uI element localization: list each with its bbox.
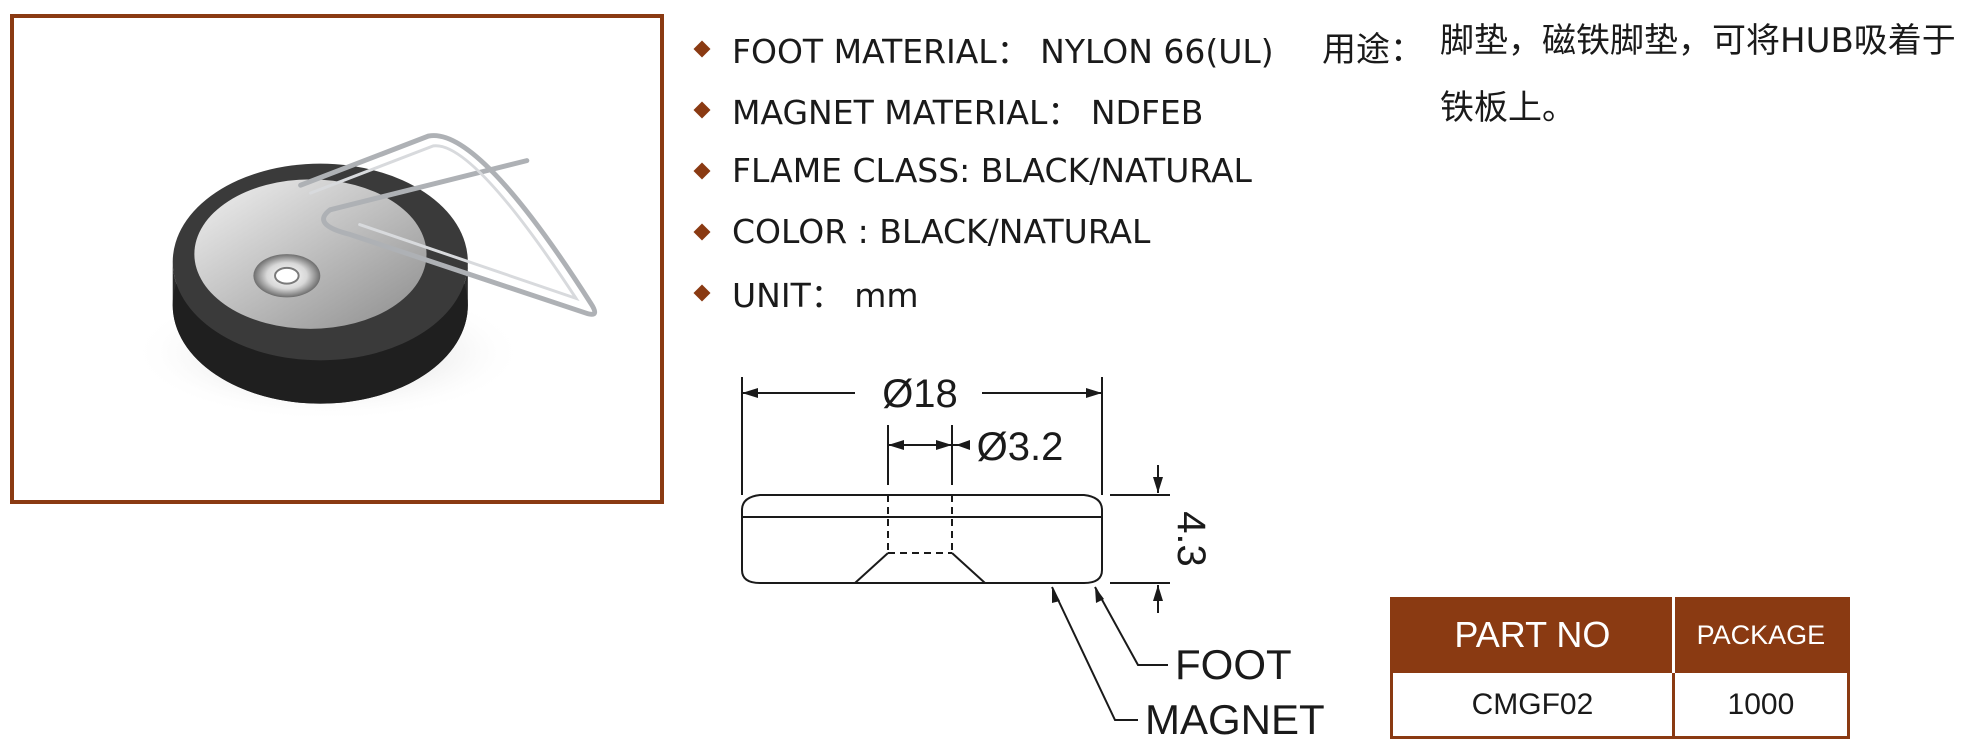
part-profile [741, 494, 1103, 584]
usage-text: 脚垫，磁铁脚垫，可将HUB吸着于铁板上。 [1440, 21, 1956, 128]
spec-text: COLOR : BLACK/NATURAL [732, 212, 1151, 251]
hole-diameter-label: Ø3.2 [977, 425, 1064, 469]
technical-drawing-svg: Ø18 Ø3.2 4.3 FOOT MAGNET [741, 372, 1325, 743]
technical-drawing: Ø18 Ø3.2 4.3 FOOT MAGNET [720, 365, 1360, 743]
bullet-diamond-icon [693, 162, 711, 179]
spec-foot-material: FOOT MATERIAL： NYLON 66(UL) [692, 18, 1274, 79]
height-label: 4.3 [1169, 511, 1213, 567]
countersink-edge [951, 552, 986, 584]
cell-package: 1000 [1671, 670, 1849, 738]
spec-flame-class: FLAME CLASS: BLACK/NATURAL [692, 140, 1274, 201]
header-part-no: PART NO [1391, 598, 1674, 672]
spec-list: FOOT MATERIAL： NYLON 66(UL) MAGNET MATER… [692, 18, 1274, 323]
cell-part-no: CMGF02 [1391, 670, 1674, 738]
hidden-hole-lines [887, 495, 953, 554]
countersink-edge [854, 552, 889, 584]
spec-unit: UNIT： mm [692, 262, 1274, 323]
product-photo-frame [10, 14, 664, 504]
bullet-diamond-icon [693, 284, 711, 301]
header-package: PACKAGE [1671, 598, 1849, 672]
spec-text: UNIT： mm [732, 275, 919, 315]
spec-text: FOOT MATERIAL： NYLON 66(UL) [732, 31, 1274, 71]
part-table: PART NO PACKAGE CMGF02 1000 [1390, 597, 1850, 739]
magnet-leader-line [1051, 586, 1138, 721]
spec-color: COLOR : BLACK/NATURAL [692, 201, 1274, 262]
spec-magnet-material: MAGNET MATERIAL： NDFEB [692, 79, 1274, 140]
outer-diameter-label: Ø18 [882, 372, 958, 416]
arrowheads [742, 388, 1163, 603]
table-row: CMGF02 1000 [1391, 670, 1849, 738]
spec-text: MAGNET MATERIAL： NDFEB [732, 92, 1204, 132]
bullet-diamond-icon [693, 40, 711, 57]
product-photo [131, 133, 598, 422]
foot-label: FOOT [1175, 641, 1292, 688]
bullet-diamond-icon [693, 223, 711, 240]
spec-text: FLAME CLASS: BLACK/NATURAL [732, 151, 1252, 190]
table-header-row: PART NO PACKAGE [1391, 598, 1849, 672]
magnet-label: MAGNET [1145, 696, 1325, 743]
foot-leader-line [1094, 586, 1168, 666]
usage-label: 用途： [1322, 30, 1424, 70]
bullet-diamond-icon [693, 101, 711, 118]
